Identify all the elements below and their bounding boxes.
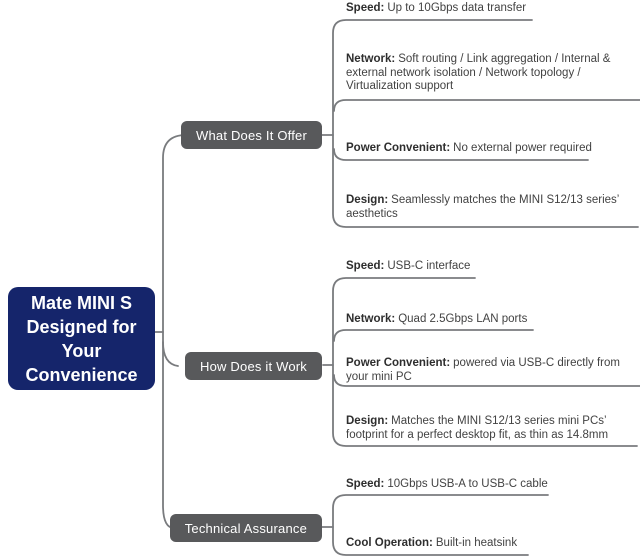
leaf-topic-assurance-cooling[interactable]: Cool Operation:Built-in heatsink [346,537,517,551]
b1-spine [332,19,639,228]
root-topic[interactable]: Mate MINI S Designed for Your Convenienc… [8,287,155,390]
leaf-text: USB-C interface [387,260,471,272]
leaf-label: Network: [346,53,396,65]
leaf-topic-offer-speed[interactable]: Speed:Up to 10Gbps data transfer [346,2,526,16]
leaf-label: Power Convenient: [346,142,451,154]
leaf-topic-offer-design[interactable]: Design:Seamlessly matches the MINI S12/1… [346,194,640,221]
b1-leaf3-underline [333,148,589,161]
leaf-label: Speed: [346,478,385,490]
leaf-text: 10Gbps USB-A to USB-C cable [387,478,548,490]
leaf-topic-offer-power[interactable]: Power Convenient:No external power requi… [346,142,592,156]
leaf-label: Speed: [346,2,385,14]
leaf-text: powered via USB-C directly from your min… [346,357,620,383]
leaf-text: Up to 10Gbps data transfer [387,2,527,14]
leaf-text: No external power required [453,142,592,154]
leaf-topic-work-power[interactable]: Power Convenient:powered via USB-C direc… [346,357,636,384]
leaf-label: Network: [346,313,396,325]
branch-topic-label: What Does It Offer [195,127,307,143]
leaf-text: Seamlessly matches the MINI S12/13 serie… [346,194,619,220]
leaf-topic-work-design[interactable]: Design:Matches the MINI S12/13 series mi… [346,415,640,442]
b2-spine [332,277,638,447]
trunk-line [162,134,187,529]
root-topic-label: Mate MINI S Designed for Your Convenienc… [25,292,138,385]
trunk-branch2-curve [162,341,179,367]
leaf-text: Soft routing / Link aggregation / Intern… [346,53,611,92]
branch-topic-what-does-it-offer[interactable]: What Does It Offer [180,121,322,149]
leaf-topic-work-speed[interactable]: Speed:USB-C interface [346,260,470,274]
leaf-text: Matches the MINI S12/13 series mini PCs’… [346,415,609,441]
leaf-label: Cool Operation: [346,537,433,549]
b2-leaf3-underline [333,374,640,387]
leaf-text: Quad 2.5Gbps LAN ports [398,313,528,325]
b3-spine [332,494,549,556]
leaf-text: Built-in heatsink [435,537,518,549]
branch-topic-technical-assurance[interactable]: Technical Assurance [169,514,322,542]
branch-topic-label: Technical Assurance [184,520,307,536]
leaf-label: Design: [346,415,389,427]
b1-leaf2-underline [333,99,640,112]
leaf-label: Design: [346,194,389,206]
leaf-topic-assurance-speed[interactable]: Speed:10Gbps USB-A to USB-C cable [346,478,548,492]
leaf-label: Speed: [346,260,385,272]
branch-topic-label: How Does it Work [200,358,307,374]
branch-topic-how-does-it-work[interactable]: How Does it Work [185,352,322,380]
leaf-topic-work-network[interactable]: Network:Quad 2.5Gbps LAN ports [346,313,527,327]
leaf-topic-offer-network[interactable]: Network:Soft routing / Link aggregation … [346,53,640,94]
leaf-label: Power Convenient: [346,357,451,369]
b2-leaf2-underline [333,329,534,342]
